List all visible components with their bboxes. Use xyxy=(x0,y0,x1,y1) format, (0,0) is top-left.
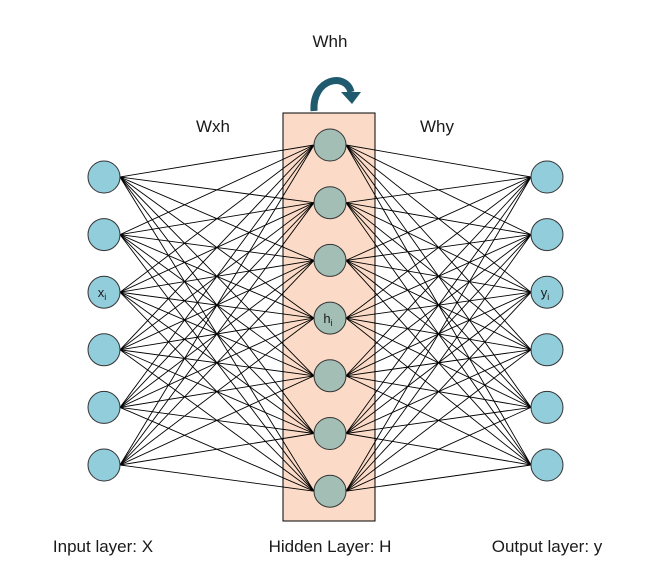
edge-input-5-hidden-0 xyxy=(119,144,315,466)
input-node-5 xyxy=(87,448,121,482)
edge-hidden-3-output-0 xyxy=(345,176,532,319)
edge-hidden-2-output-0 xyxy=(345,176,532,261)
output-node-label-base: y xyxy=(541,285,548,300)
input-node-label: xi xyxy=(98,285,107,302)
edge-input-5-hidden-5 xyxy=(119,433,315,466)
edge-input-5-hidden-6 xyxy=(119,464,315,492)
edge-hidden-6-output-2 xyxy=(345,291,532,492)
edge-input-5-hidden-4 xyxy=(119,375,315,466)
edge-hidden-6-output-3 xyxy=(345,349,532,492)
hidden-node-5 xyxy=(313,417,347,450)
hidden-node-3 xyxy=(313,301,347,335)
input-node-label-base: x xyxy=(98,285,105,300)
edge-hidden-6-output-1 xyxy=(345,234,532,492)
hidden-node-6 xyxy=(313,474,347,508)
output-node-0 xyxy=(530,160,564,194)
edge-hidden-0-output-0 xyxy=(345,144,532,178)
edge-hidden-1-output-0 xyxy=(345,176,532,204)
weight-label-why: Why xyxy=(420,117,455,136)
edge-hidden-6-output-5 xyxy=(345,464,532,492)
hidden-node-1 xyxy=(313,186,347,220)
edge-input-5-hidden-2 xyxy=(119,260,315,466)
input-node-1 xyxy=(87,218,121,252)
hidden-layer-label: Hidden Layer: H xyxy=(269,537,392,556)
edge-hidden-4-output-0 xyxy=(345,176,532,377)
edge-hidden-6-output-0 xyxy=(345,176,532,492)
hidden-node-label: hi xyxy=(323,311,332,328)
output-node-label-subscript: i xyxy=(547,292,549,302)
edge-input-5-hidden-3 xyxy=(119,317,315,466)
edge-input-0-hidden-0 xyxy=(119,144,315,178)
hidden-node-2 xyxy=(313,243,347,277)
edge-hidden-6-output-4 xyxy=(345,406,532,492)
input-node-label-subscript: i xyxy=(104,292,106,302)
output-node-label: yi xyxy=(541,285,550,302)
output-node-3 xyxy=(530,333,564,367)
edge-input-1-hidden-0 xyxy=(119,144,315,236)
edge-hidden-5-output-0 xyxy=(345,176,532,434)
connections xyxy=(119,144,532,492)
hidden-node-0 xyxy=(313,128,347,162)
input-layer-label: Input layer: X xyxy=(53,537,153,556)
recurrent-arrow-icon xyxy=(310,77,361,112)
edge-input-2-hidden-0 xyxy=(119,144,315,293)
output-node-1 xyxy=(530,218,564,252)
edge-input-4-hidden-0 xyxy=(119,144,315,408)
hidden-node-4 xyxy=(313,359,347,393)
output-node-2 xyxy=(530,275,564,309)
output-layer-label: Output layer: y xyxy=(492,537,603,556)
weight-label-whh: Whh xyxy=(313,32,348,51)
edge-input-3-hidden-0 xyxy=(119,144,315,351)
output-node-5 xyxy=(530,448,564,482)
input-node-0 xyxy=(87,160,121,194)
hidden-node-label-base: h xyxy=(323,311,330,326)
input-node-4 xyxy=(87,390,121,424)
input-node-3 xyxy=(87,333,121,367)
input-node-2 xyxy=(87,275,121,309)
edge-input-5-hidden-1 xyxy=(119,202,315,466)
hidden-node-label-subscript: i xyxy=(331,318,333,328)
weight-label-wxh: Wxh xyxy=(196,117,230,136)
output-node-4 xyxy=(530,390,564,424)
